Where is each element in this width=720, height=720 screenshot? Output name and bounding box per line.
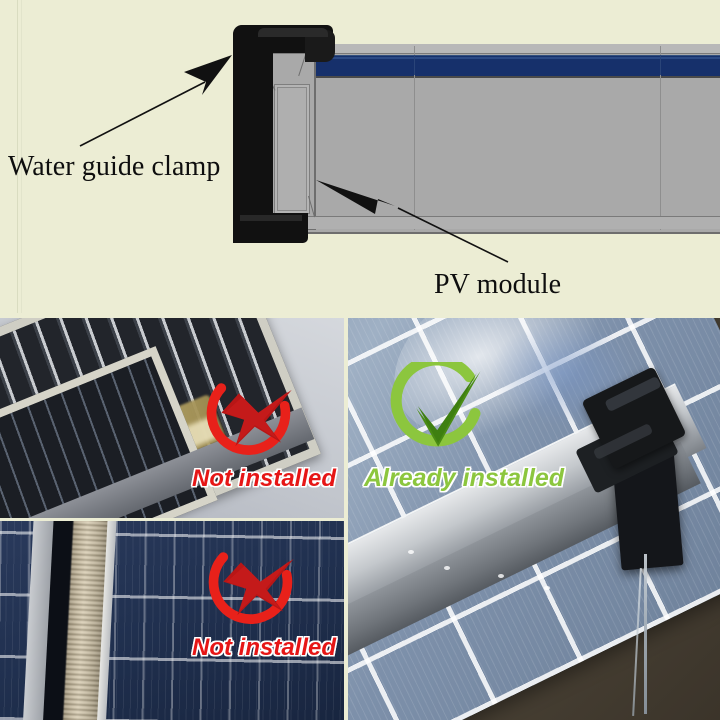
photo-already-installed: Already installed xyxy=(348,318,720,720)
water-guide-clamp-profile xyxy=(233,25,273,243)
pv-module-cell-stripe xyxy=(300,55,720,78)
red-x-circle-icon xyxy=(198,374,308,462)
pv-module-frame-cavity-inner xyxy=(277,87,307,211)
badge-label-already-installed: Already installed xyxy=(364,464,565,492)
pv-module-seam xyxy=(414,55,415,75)
water-guide-clamp-highlight xyxy=(258,28,328,37)
pv-module-top-rail xyxy=(300,44,720,54)
red-x-circle-icon xyxy=(200,543,310,631)
pv-module-seam xyxy=(660,46,661,230)
photo-grid: Not installed Not installed xyxy=(0,313,720,720)
label-water-guide-clamp: Water guide clamp xyxy=(8,151,221,182)
pv-module-bottom-rail xyxy=(300,216,720,229)
draining-water-stream xyxy=(644,554,647,714)
badge-label-not-installed: Not installed xyxy=(192,465,337,492)
green-check-circle-icon xyxy=(384,354,496,454)
pv-module-seam xyxy=(414,46,415,230)
photo-not-installed-water: Not installed xyxy=(0,318,344,518)
label-pv-module: PV module xyxy=(434,269,562,300)
pv-module-seam xyxy=(660,55,661,75)
cross-section-diagram: Water guide clamp PV module xyxy=(0,0,720,313)
photo-not-installed-dust: Not installed xyxy=(0,521,344,720)
water-guide-clamp-bottom-highlight xyxy=(240,215,302,221)
diagram-leader-lines xyxy=(79,55,509,263)
diagram-guide-line xyxy=(17,0,18,313)
badge-label-not-installed: Not installed xyxy=(192,634,337,661)
diagram-guide-line-2 xyxy=(21,0,22,313)
